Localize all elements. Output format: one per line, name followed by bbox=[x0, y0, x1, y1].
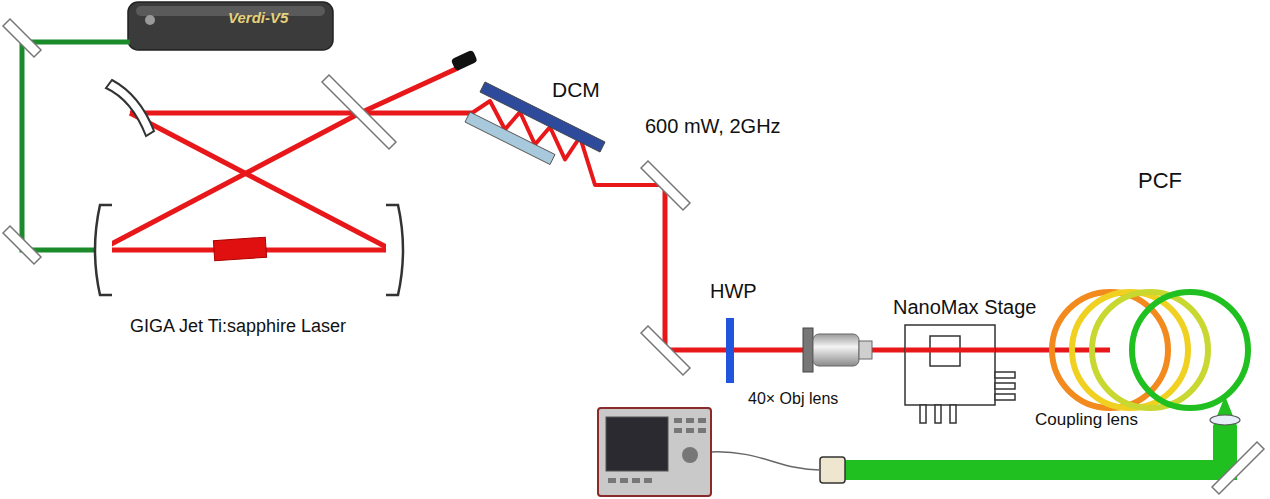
output-beam bbox=[905, 348, 995, 353]
component-label: DCM bbox=[552, 78, 600, 102]
stage-knobs bbox=[920, 372, 1015, 423]
fiber-collimator bbox=[820, 457, 845, 483]
output-coupler bbox=[322, 75, 396, 149]
beam-dump bbox=[451, 49, 478, 71]
ti-sapphire-crystal bbox=[213, 237, 266, 261]
laser-label: GIGA Jet Ti:sapphire Laser bbox=[130, 316, 346, 337]
objective-tip bbox=[859, 341, 872, 359]
steering-mirror bbox=[3, 19, 41, 57]
pump-beam bbox=[22, 42, 130, 250]
pump-laser-head bbox=[128, 2, 333, 50]
cable bbox=[711, 452, 820, 470]
component-label: Coupling lens bbox=[1035, 410, 1138, 430]
component-label: HWP bbox=[710, 280, 757, 303]
dcm-beam bbox=[472, 101, 665, 185]
component-label: PCF bbox=[1138, 168, 1182, 193]
analyzer-screen bbox=[606, 417, 668, 471]
translation-stage bbox=[905, 325, 995, 405]
component-label: 40× Obj lens bbox=[748, 390, 838, 408]
coupling-lens bbox=[1210, 415, 1240, 425]
analyzer-keys bbox=[608, 418, 706, 483]
chirped-mirror bbox=[465, 112, 555, 165]
curved-mirror bbox=[95, 205, 112, 295]
steering-mirror bbox=[641, 161, 690, 210]
output-beam-green bbox=[845, 460, 1237, 480]
steering-mirror bbox=[3, 226, 41, 264]
beam-spec-label: 600 mW, 2GHz bbox=[645, 115, 781, 138]
component-label: NanoMax Stage bbox=[893, 296, 1036, 319]
cavity-beams bbox=[100, 68, 472, 250]
curved-mirror bbox=[386, 205, 403, 295]
curved-mirror bbox=[106, 80, 154, 136]
pump-laser-logo bbox=[145, 15, 155, 25]
fiber-coil bbox=[1052, 292, 1248, 408]
steering-mirror bbox=[641, 326, 690, 375]
objective-body bbox=[813, 334, 859, 366]
objective-flange bbox=[803, 328, 813, 372]
steering-mirror bbox=[1212, 442, 1264, 494]
spectrum-analyzer bbox=[598, 408, 711, 496]
half-wave-plate bbox=[726, 318, 734, 383]
model-name: Verdi-V5 bbox=[228, 9, 288, 26]
